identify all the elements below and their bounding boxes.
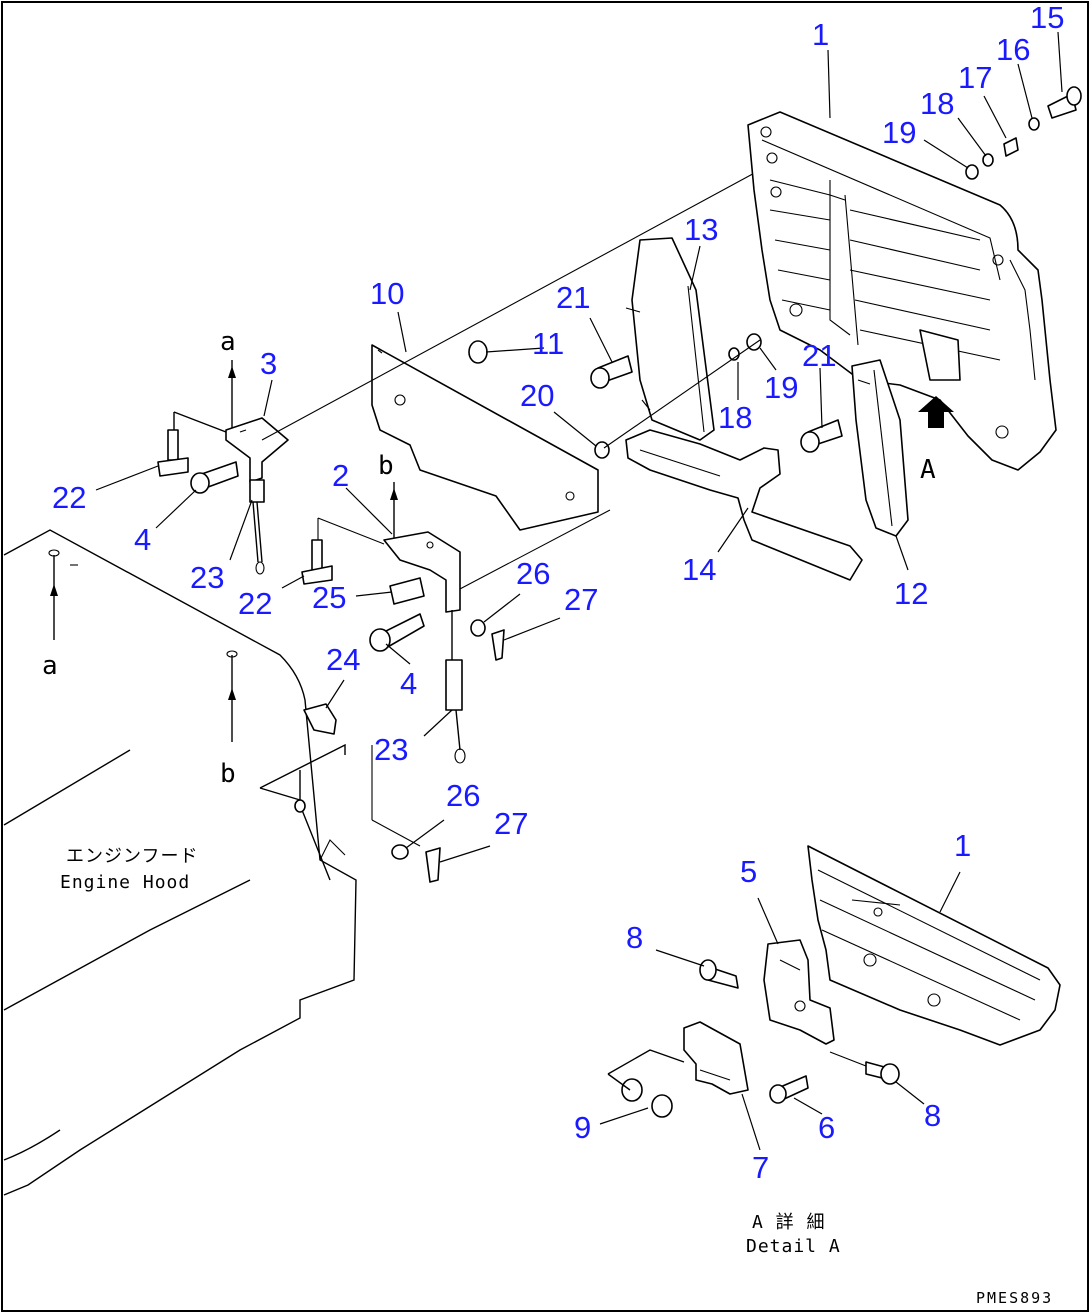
clip-27-upper: [491, 629, 505, 661]
washer-18-upper: [982, 153, 994, 167]
view-arrow-A: [918, 396, 954, 428]
view-letter-a-upper: a: [220, 327, 236, 357]
axis-line-lower: [457, 509, 611, 591]
bracket-12: [851, 359, 909, 537]
collar-17: [1003, 137, 1019, 157]
detail-a-bolt-8-left: [699, 959, 739, 989]
washer-26-upper: [470, 619, 486, 637]
callout-9: 9: [574, 1110, 591, 1145]
drawing-code: PMES893: [976, 1289, 1053, 1307]
detail-a-bolt-8-right: [829, 1051, 900, 1085]
bracket-14: [625, 429, 863, 581]
detail-a-nut-9: [607, 1049, 685, 1118]
callout-27-upper: 27: [564, 582, 598, 617]
callout-4-upper: 4: [134, 522, 151, 557]
callout-23-upper: 23: [190, 560, 224, 595]
callout-5: 5: [740, 854, 757, 889]
callout-27-lower: 27: [494, 806, 528, 841]
view-letter-b-upper: b: [378, 451, 394, 481]
detail-a-bracket-7: [683, 1021, 749, 1095]
callout-17: 17: [958, 60, 992, 95]
callout-23-lower: 23: [374, 732, 408, 767]
callout-12: 12: [894, 576, 928, 611]
bolt-15: [1047, 86, 1082, 119]
callout-19-lower: 19: [764, 370, 798, 405]
washer-26-lower: [391, 844, 409, 860]
callout-7: 7: [752, 1150, 769, 1185]
clip-27-lower: [425, 847, 441, 883]
callout-16: 16: [996, 32, 1030, 67]
callout-4-lower: 4: [400, 666, 417, 701]
bracket-2: [317, 517, 461, 613]
lower-hinge-bracket: [259, 743, 421, 847]
callout-18-lower: 18: [718, 400, 752, 435]
view-letter-a-lower: a: [42, 651, 58, 681]
bolt-21-lower: [800, 419, 843, 453]
bolt-22-lower: [301, 539, 333, 585]
washer-16: [1028, 117, 1040, 131]
washer-19-upper: [965, 164, 979, 180]
callout-13: 13: [684, 212, 718, 247]
axis-line-mid: [603, 339, 761, 449]
view-letter-b-lower: b: [220, 759, 236, 789]
callout-21-lower: 21: [802, 338, 836, 373]
callout-2: 2: [332, 458, 349, 493]
callout-11: 11: [532, 326, 564, 361]
callout-20: 20: [520, 378, 554, 413]
callout-6: 6: [818, 1110, 835, 1145]
detail-a-bolt-6: [769, 1075, 809, 1104]
engine-hood: [3, 529, 357, 1196]
bracket-24: [303, 703, 337, 735]
engine-hood-label-jp: エンジンフード: [66, 846, 198, 867]
plate-10: [371, 344, 599, 531]
washer-20: [594, 441, 610, 459]
callout-22-upper: 22: [52, 480, 86, 515]
leader-lines: [95, 31, 1063, 1151]
callout-15: 15: [1030, 0, 1064, 35]
engine-hood-label-en: Engine Hood: [60, 872, 190, 893]
view-arrow-b-lower: [226, 650, 238, 742]
view-arrow-a-upper: [228, 360, 236, 430]
view-arrow-a-lower: [48, 549, 60, 640]
callout-3: 3: [260, 346, 277, 381]
callout-18-upper: 18: [920, 86, 954, 121]
cover-1-upper: [747, 111, 1057, 471]
callout-25: 25: [312, 580, 346, 615]
callout-19-upper: 19: [882, 115, 916, 150]
pin-25: [389, 577, 425, 605]
detail-a-label-jp: A 詳 細: [752, 1212, 826, 1233]
bracket-13: [625, 237, 715, 441]
callout-1: 1: [812, 17, 829, 52]
callout-26-lower: 26: [446, 778, 480, 813]
view-letter-A: A: [920, 455, 936, 485]
callout-21-upper: 21: [556, 280, 590, 315]
gas-spring-23-upper: [249, 479, 265, 575]
axis-line-upper: [261, 169, 761, 441]
bolt-4-upper: [190, 461, 239, 494]
callout-22-lower: 22: [238, 586, 272, 621]
detail-a-bracket-5: [763, 939, 835, 1045]
bolt-4-lower: [369, 613, 425, 652]
callout-8-left: 8: [626, 920, 643, 955]
callout-8-right: 8: [924, 1098, 941, 1133]
callout-1-detail: 1: [954, 828, 971, 863]
bolt-22-upper: [157, 429, 189, 477]
washer-11: [468, 340, 488, 364]
callout-26-upper: 26: [516, 556, 550, 591]
callout-14: 14: [682, 552, 716, 587]
callout-10: 10: [370, 276, 404, 311]
detail-a-label-en: Detail A: [746, 1236, 841, 1257]
bolt-21-upper: [590, 355, 633, 389]
detail-a-cover-1: [807, 845, 1061, 1046]
view-arrow-b-upper: [390, 482, 398, 545]
gas-spring-23-lower: [445, 610, 466, 764]
callout-24: 24: [326, 642, 360, 677]
